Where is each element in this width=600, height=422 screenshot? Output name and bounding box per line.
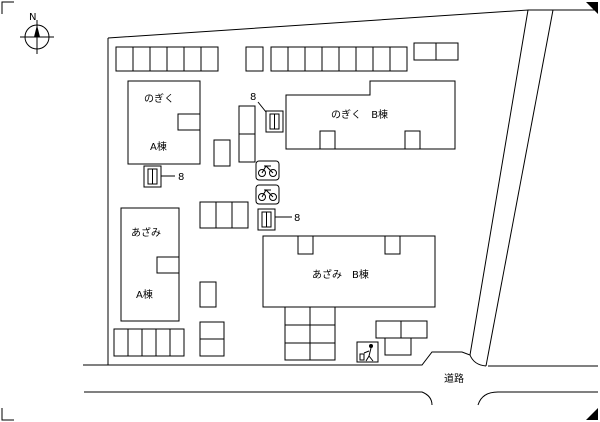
bicycle-icon — [255, 184, 280, 205]
building-nogiku-b: のぎく B棟 — [285, 80, 456, 150]
building-azami-a-name: あざみ — [131, 226, 161, 239]
garbage-disposal-icon — [356, 341, 379, 363]
parking-top-right — [413, 42, 459, 61]
parking-center-middle — [199, 201, 249, 229]
elevator-nogiku-b: 8 — [250, 92, 284, 133]
parking-lower-right — [375, 320, 428, 356]
building-azami-a: あざみ A棟 — [120, 207, 180, 322]
elevator-nogiku-a: 8 — [143, 165, 184, 188]
building-nogiku-a-name: のぎく — [144, 92, 174, 105]
building-azami-a-wing: A棟 — [136, 288, 153, 301]
elevator-azami-b: 8 — [257, 208, 300, 231]
elevator-label: 8 — [294, 213, 300, 224]
parking-top-left — [115, 46, 219, 72]
building-nogiku-a: のぎく A棟 — [127, 80, 201, 165]
building-azami-b: あざみ B棟 — [262, 235, 436, 308]
bicycle-icon — [255, 160, 280, 181]
elevator-label: 8 — [250, 92, 256, 103]
building-azami-b-name: あざみ B棟 — [312, 268, 369, 281]
site-boundary — [83, 9, 598, 406]
parking-top-middle — [245, 46, 408, 72]
compass-label: N — [29, 12, 36, 23]
building-nogiku-a-wing: A棟 — [150, 140, 167, 153]
elevator-label: 8 — [178, 172, 184, 183]
building-nogiku-b-name: のぎく B棟 — [331, 108, 388, 121]
road-label: 道路 — [444, 372, 464, 385]
parking-lower-center — [284, 306, 336, 361]
compass-rose-icon: N — [20, 12, 54, 54]
parking-lower-left — [113, 281, 225, 357]
parking-center-upper — [213, 105, 256, 167]
